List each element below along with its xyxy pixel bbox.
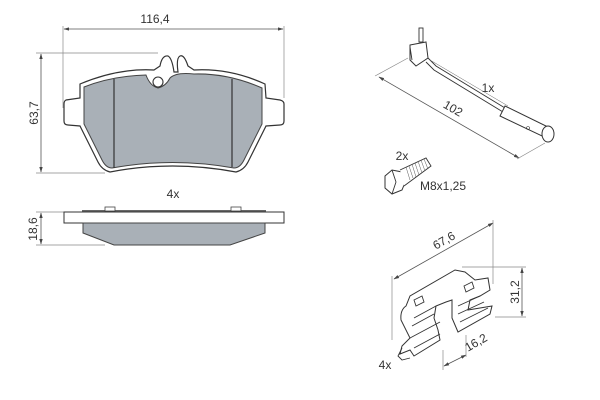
sensor-quantity-label: 1x [482,81,495,95]
brake-pad-side-view: 18,6 [26,206,285,246]
clip-width-dimension-line [443,354,467,367]
clip-length-label: 67,6 [430,228,458,252]
sensor-length-label: 102 [441,97,466,119]
bolt: 2x M8x1,25 [384,149,466,195]
pad-thickness-label: 18,6 [26,217,40,241]
clip-height-label: 31,2 [508,280,522,304]
pad-height-label: 63,7 [27,101,41,125]
sensor-length-dimension-line [378,76,520,159]
bolt-thread-label: M8x1,25 [420,179,466,193]
clip-length-dimension-line [393,222,494,280]
clip-quantity-label: 4x [379,358,392,372]
pad-quantity-label: 4x [167,187,180,201]
clip-kit: 67,6 31,2 16,2 4x [379,220,526,372]
wear-sensor: 1x 102 [374,27,555,160]
pad-width-label: 116,4 [140,12,169,26]
bolt-quantity-label: 2x [396,149,409,163]
brake-pad-front-view: 116,4 63,7 4x [27,12,285,201]
clip-width-label: 16,2 [462,330,490,354]
